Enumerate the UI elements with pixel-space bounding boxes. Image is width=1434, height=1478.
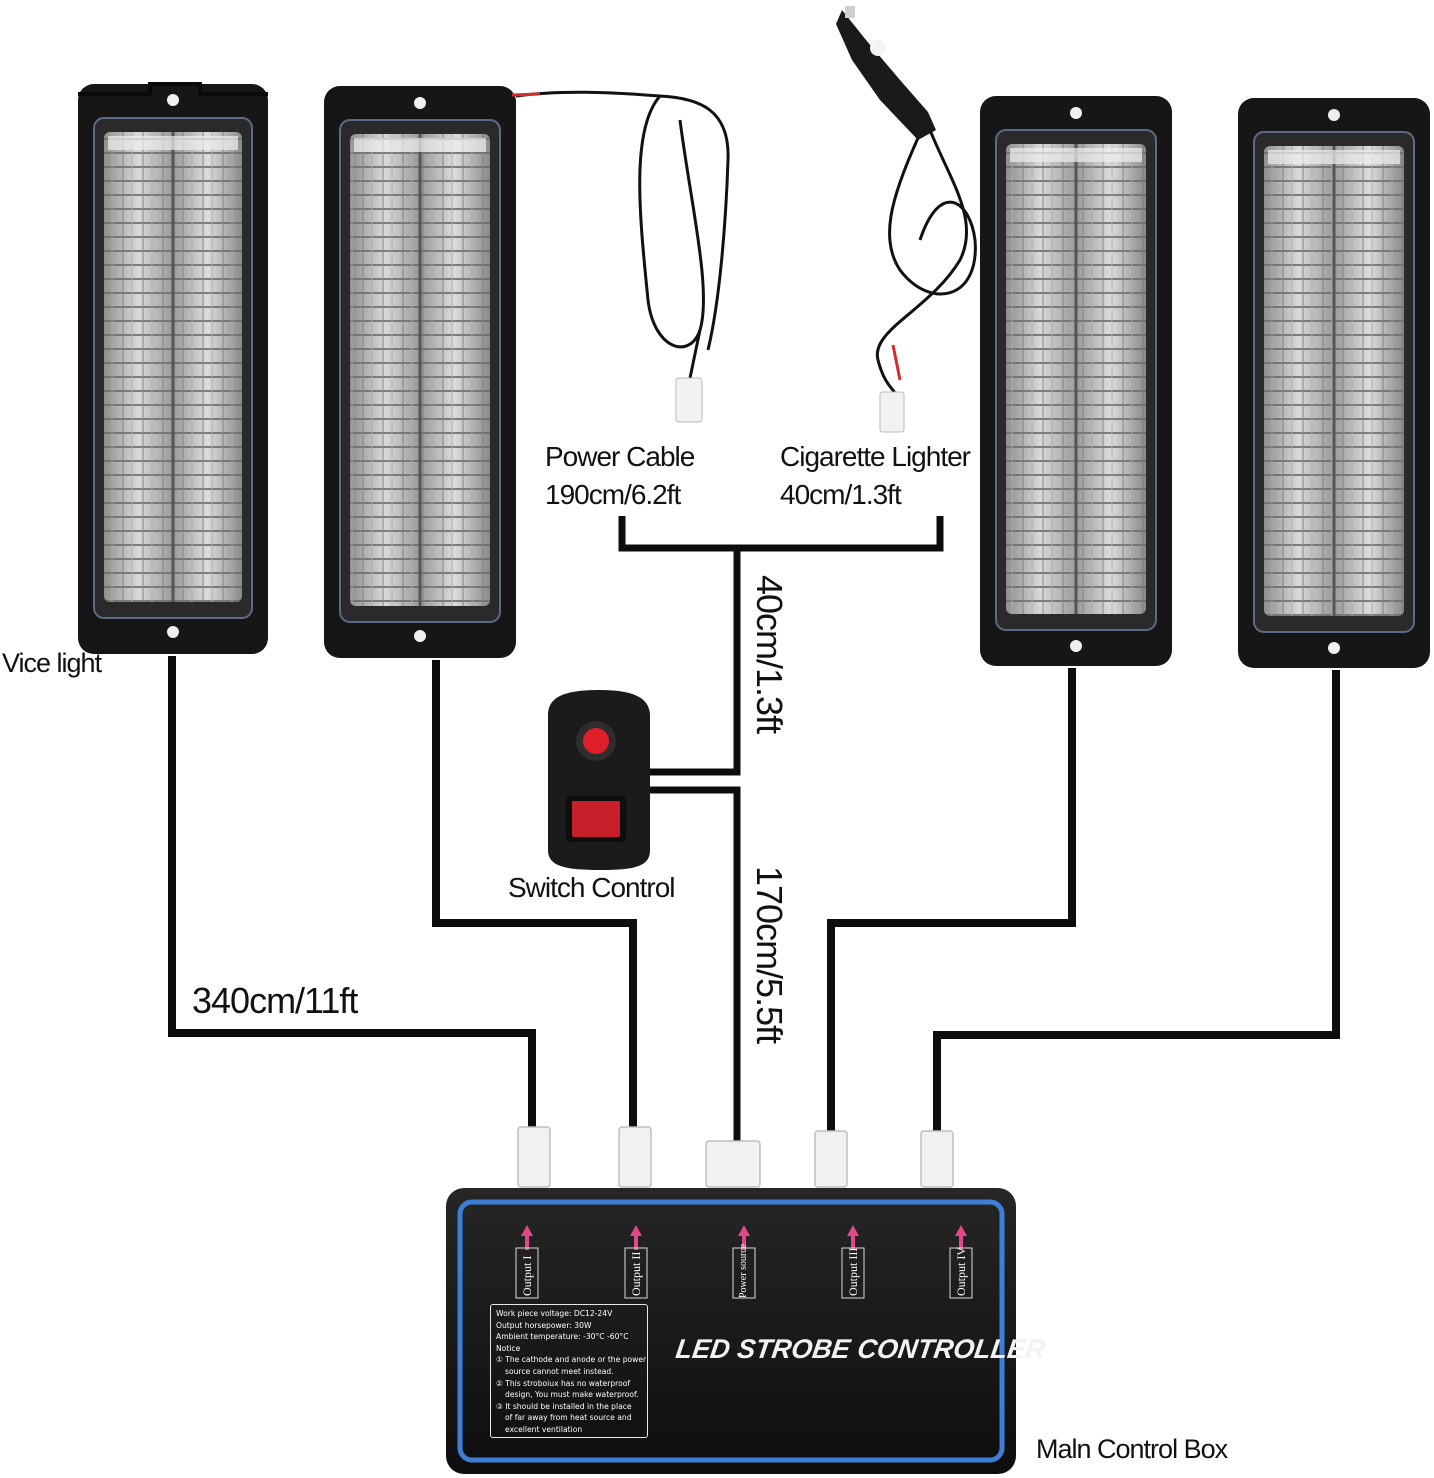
- spec-note-3: ③ It should be installed in the place: [496, 1401, 632, 1411]
- output-2-label: Output II: [629, 1251, 643, 1296]
- output-1-label: Output I: [520, 1255, 534, 1296]
- spec-note-1: ① The cathode and anode or the power: [496, 1355, 647, 1365]
- cable-length-40-label: 40cm/1.3ft: [749, 575, 790, 734]
- output-label-boxes: [515, 1247, 973, 1299]
- spec-notice: Notice: [496, 1343, 521, 1353]
- power-bracket: [618, 516, 944, 1145]
- output-4-label: Output IV: [954, 1247, 968, 1296]
- output-arrows: [521, 1225, 967, 1250]
- light-cables: [168, 656, 1340, 1135]
- cigarette-lighter-plug: [836, 6, 977, 433]
- power-cable-length: 190cm/6.2ft: [545, 479, 681, 510]
- strobe-light-3: [980, 96, 1172, 666]
- spec-note-1-cont: source cannot meet instead.: [505, 1366, 614, 1376]
- spec-note-3-cont: of far away from heat source and: [505, 1413, 632, 1423]
- spec-temperature: Ambient temperature: -30°C -60°C: [496, 1332, 629, 1342]
- cigarette-lighter-length: 40cm/1.3ft: [780, 479, 902, 510]
- spec-note-3-end: excellent ventilation: [505, 1424, 583, 1434]
- cigarette-lighter-label: Cigarette Lighter 40cm/1.3ft: [780, 438, 971, 514]
- connectors: [517, 1126, 954, 1188]
- cigarette-lighter-title: Cigarette Lighter: [780, 441, 971, 472]
- power-cable: [511, 90, 730, 423]
- strobe-light-4: [1238, 98, 1430, 668]
- switch-control: [548, 690, 650, 870]
- main-control-box: [446, 1188, 1016, 1474]
- spec-horsepower: Output horsepower: 30W: [496, 1320, 592, 1330]
- output-3-label: Output III: [846, 1247, 860, 1296]
- spec-note-2: ② This stroboiux has no waterproof: [496, 1378, 631, 1388]
- strobe-light-1: [78, 82, 268, 654]
- strobe-light-2: [324, 86, 516, 658]
- spec-panel: Work piece voltage: DC12-24V Output hors…: [490, 1304, 648, 1438]
- spec-voltage: Work piece voltage: DC12-24V: [496, 1309, 613, 1318]
- power-cable-label: Power Cable 190cm/6.2ft: [545, 438, 695, 514]
- cable-length-340-label: 340cm/11ft: [192, 980, 358, 1021]
- main-control-box-label: Maln Control Box: [1036, 1434, 1228, 1464]
- spec-note-2-cont: design, You must make waterproof.: [505, 1390, 639, 1400]
- power-source-label: Power source: [738, 1243, 749, 1298]
- switch-control-label: Switch Control: [508, 872, 676, 903]
- controller-title: LED STROBE CONTROLLER: [673, 1334, 1048, 1364]
- cable-length-170-label: 170cm/5.5ft: [749, 866, 790, 1044]
- vice-light-label: Vice light: [2, 648, 102, 678]
- power-cable-title: Power Cable: [545, 441, 695, 472]
